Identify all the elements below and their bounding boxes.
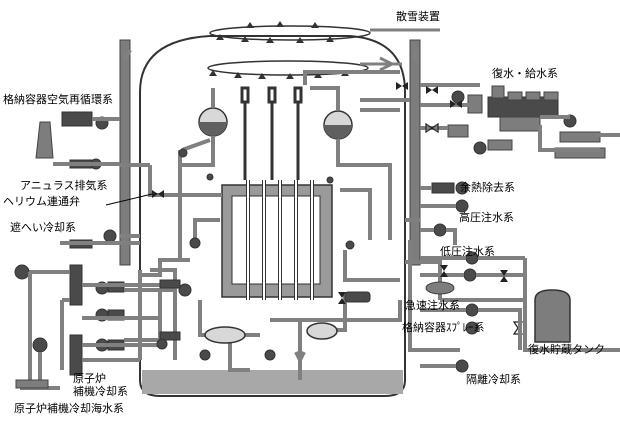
annulus-column-right	[409, 39, 421, 266]
label-condensate-feed: 復水・給水系	[492, 67, 558, 80]
label-decay-heat: 余熱除去系	[460, 181, 515, 194]
label-shield-cooling: 遮へい冷却系	[10, 221, 76, 234]
label-reactor-aux-cooling-line1: 原子炉	[73, 372, 106, 385]
helium-valve	[152, 190, 164, 198]
containment-air-fan	[61, 111, 93, 127]
label-reactor-aux-cooling-line2: 補機冷却系	[73, 385, 128, 398]
rapid-injection-tank	[425, 281, 455, 295]
label-rapid-injection: 急速注水系	[405, 299, 460, 312]
sprinkler-nozzles	[209, 21, 349, 79]
seawater-box	[15, 379, 49, 389]
aux-cooling-hx-1	[69, 264, 83, 306]
label-containment-air: 格納容器空気再循環系	[3, 93, 113, 106]
stack	[35, 121, 54, 159]
heat-exchanger-internal	[204, 326, 246, 344]
sprinkler-ring-upper	[209, 25, 371, 41]
label-hp-injection: 高圧注水系	[459, 211, 514, 224]
condensate-storage-tank	[534, 289, 571, 343]
control-rod-drives	[240, 86, 303, 180]
label-containment-spray: 格納容器ｽﾌﾟﾚｰ系	[402, 321, 485, 334]
label-aux-seawater: 原子炉補機冷却海水系	[14, 402, 124, 415]
label-helium-valve: ヘリウム連通弁	[3, 195, 80, 208]
reactor-core	[231, 195, 321, 285]
label-condensate-tank: 復水貯蔵タンク	[528, 343, 605, 356]
label-lp-injection: 低圧注水系	[440, 245, 495, 258]
label-isolation-cooling: 隔離冷却系	[466, 373, 521, 386]
label-sprinkler: 散雪装置	[396, 10, 440, 23]
sprinkler-ring-lower	[207, 60, 369, 76]
label-annulus-exhaust: アニュラス排気系	[20, 179, 108, 192]
aux-cooling-hx-2	[69, 334, 83, 376]
suppression-pool	[142, 370, 403, 394]
annulus-column-left	[119, 39, 131, 266]
